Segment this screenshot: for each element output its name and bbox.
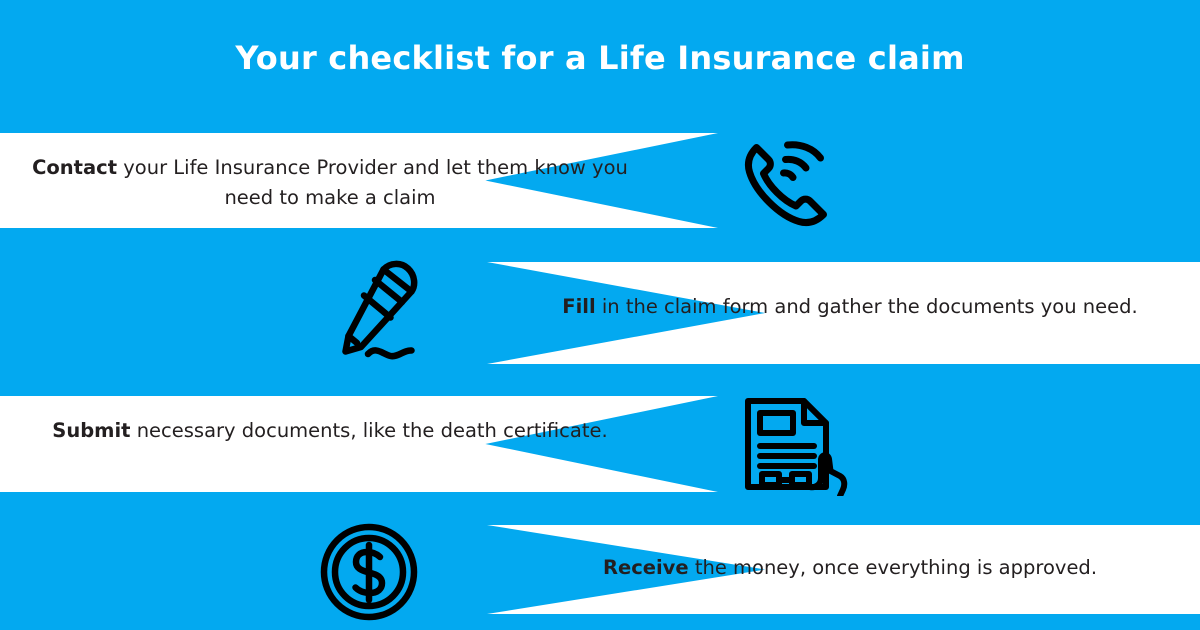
pencil-signature-icon	[327, 255, 427, 367]
checklist-step-3: Submit necessary documents, like the dea…	[0, 396, 1200, 496]
step-2-text: Fill in the claim form and gather the do…	[540, 292, 1160, 322]
checklist-step-4: Receive the money, once everything is ap…	[0, 523, 1200, 621]
step-4-text: Receive the money, once everything is ap…	[540, 553, 1160, 583]
checklist-step-2: Fill in the claim form and gather the do…	[0, 260, 1200, 364]
step-4-rest: the money, once everything is approved.	[688, 556, 1098, 579]
page-title: Your checklist for a Life Insurance clai…	[235, 39, 965, 77]
step-2-lead: Fill	[562, 295, 596, 318]
checklist-step-1: Contact your Life Insurance Provider and…	[0, 133, 1200, 228]
dollar-coin-icon	[317, 520, 421, 624]
step-3-text: Submit necessary documents, like the dea…	[30, 416, 630, 446]
step-4-lead: Receive	[602, 556, 689, 579]
step-3-lead: Submit	[52, 419, 131, 442]
step-1-text: Contact your Life Insurance Provider and…	[30, 153, 630, 213]
step-2-rest: in the claim form and gather the documen…	[595, 295, 1138, 318]
phone-call-icon	[727, 126, 831, 230]
step-3-rest: necessary documents, like the death cert…	[130, 419, 608, 442]
step-1-rest: your Life Insurance Provider and let the…	[117, 156, 628, 209]
step-1-lead: Contact	[32, 156, 118, 179]
document-in-hand-icon	[737, 392, 851, 496]
